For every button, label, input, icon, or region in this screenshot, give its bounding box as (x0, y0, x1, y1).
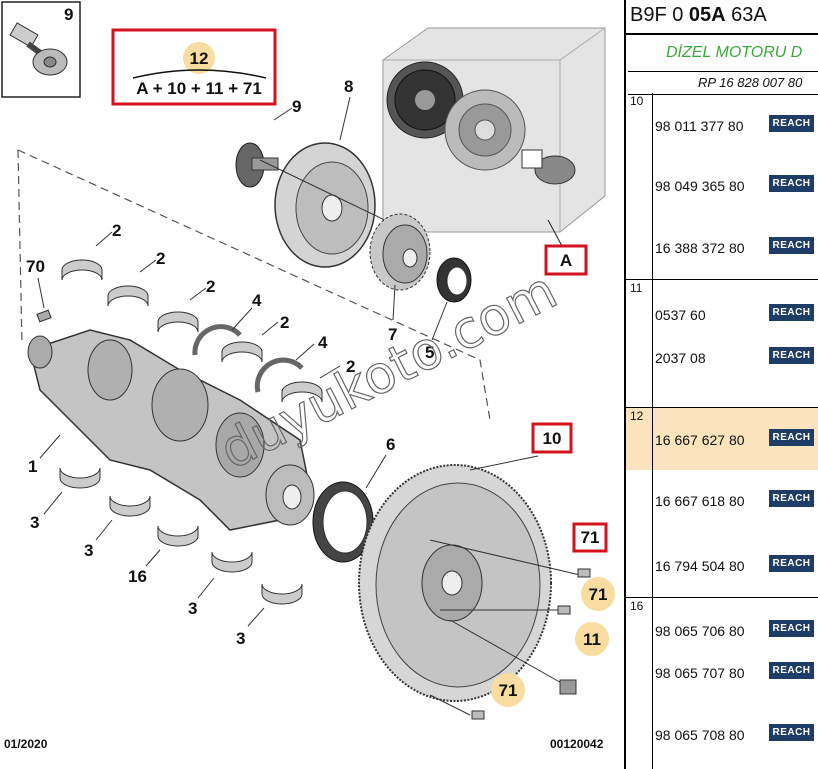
header-suffix: 63A (725, 4, 767, 26)
reach-badge: REACH (769, 620, 814, 637)
reach-badge: REACH (769, 175, 814, 192)
inset-bolt-9: 9 (1, 1, 81, 98)
woodruff-key: 70 (26, 257, 52, 323)
reach-badge: REACH (769, 490, 814, 507)
reach-badge: REACH (769, 115, 814, 132)
part-group-12-continued: 16 667 618 80 REACH 16 794 504 80 REACH (626, 470, 818, 598)
part-group-11: 11 0537 60 REACH 2037 08 REACH (626, 280, 818, 408)
exploded-parts-diagram: 9 12 A + 10 + 11 + 71 A (1, 1, 615, 751)
upper-bearings: 2 2 2 2 2 (61, 221, 355, 403)
rear-seal-callout: 6 (386, 435, 395, 454)
part-ref[interactable]: 0537 60 (655, 307, 706, 323)
part-ref[interactable]: 16 667 627 80 (655, 432, 745, 448)
part-ref[interactable]: 98 065 706 80 (655, 623, 745, 639)
upper-bearing-callout-5: 2 (346, 357, 355, 376)
part-ref[interactable]: 98 065 708 80 (655, 727, 745, 743)
parts-panel: B9F 0 05A 63A DİZEL MOTORU D RP 16 828 0… (624, 0, 818, 769)
lower-thrust-callout: 16 (128, 567, 147, 586)
part-ref[interactable]: 2037 08 (655, 350, 706, 366)
upper-bearing-callout-4: 2 (280, 313, 289, 332)
footer-figure-code: 00120042 (550, 737, 604, 751)
part-ref[interactable]: 16 388 372 80 (655, 240, 745, 256)
group-number: 16 (630, 599, 644, 613)
thrust-washer-callout-1: 4 (252, 291, 262, 310)
lower-bearing-callout-3: 3 (188, 599, 197, 618)
thrust-washers: 4 4 (192, 291, 328, 393)
formula-number: 12 (190, 49, 209, 68)
lower-bearing-callout-4: 3 (236, 629, 245, 648)
flywheel-bolt-callout-1: 71 (589, 585, 608, 604)
thrust-washer-callout-2: 4 (318, 333, 328, 352)
upper-bearing-callout-1: 2 (112, 221, 121, 240)
front-seal-callout: 5 (425, 343, 434, 362)
part-ref[interactable]: 16 794 504 80 (655, 558, 745, 574)
crankshaft: 1 (27, 329, 315, 531)
header-prefix: B9F 0 (630, 4, 689, 26)
flywheel-bolt-callout-2: 71 (499, 681, 518, 700)
crank-sprocket: 7 (369, 213, 431, 344)
reach-badge: REACH (769, 662, 814, 679)
part-group-10: 10 98 011 377 80 REACH 98 049 365 80 REA… (626, 93, 818, 280)
crankshaft-callout: 1 (28, 457, 37, 476)
front-oil-seal: 5 (425, 257, 472, 362)
reference-number: RP 16 828 007 80 (628, 71, 818, 95)
key-callout: 70 (26, 257, 45, 276)
footer-date: 01/2020 (4, 737, 48, 751)
engine-type-subtitle: DİZEL MOTORU D (666, 44, 803, 61)
part-ref[interactable]: 98 011 377 80 (655, 118, 744, 134)
group-number: 10 (630, 94, 644, 108)
kit-callout: A (560, 251, 572, 270)
reach-badge: REACH (769, 304, 814, 321)
clutch-kit-illustration: A (382, 27, 606, 276)
lower-bearings: 3 3 16 3 3 (30, 467, 303, 648)
flywheel-screw-callout: 11 (583, 630, 601, 649)
upper-bearing-callout-3: 2 (206, 277, 215, 296)
inset-bolt-number: 9 (64, 5, 73, 24)
lower-bearing-callout-2: 3 (84, 541, 93, 560)
flywheel-callout: 10 (543, 429, 562, 448)
part-ref[interactable]: 98 049 365 80 (655, 178, 745, 194)
header-bold: 05A (688, 4, 726, 26)
sprocket-callout: 7 (388, 325, 397, 344)
reach-badge: REACH (769, 347, 814, 364)
upper-bearing-callout-2: 2 (156, 249, 165, 268)
kit-formula-box: 12 A + 10 + 11 + 71 (111, 28, 277, 106)
part-group-12: 12 16 667 627 80 REACH (626, 408, 818, 470)
part-ref[interactable]: 16 667 618 80 (655, 493, 745, 509)
flywheel: 10 (358, 422, 573, 702)
flywheel-bolt-box-callout: 71 (581, 528, 600, 547)
lower-bearing-callout-1: 3 (30, 513, 39, 532)
reach-badge: REACH (769, 555, 814, 572)
pulley-bolt-callout: 9 (292, 97, 301, 116)
reach-badge: REACH (769, 237, 814, 254)
formula-text: A + 10 + 11 + 71 (136, 79, 262, 98)
group-number: 12 (630, 409, 644, 423)
part-group-16: 16 98 065 706 80 REACH 98 065 707 80 REA… (626, 598, 818, 769)
engine-code-header: B9F 0 05A 63A (626, 0, 818, 35)
reach-badge: REACH (769, 429, 814, 446)
flywheel-fasteners: 71 71 11 71 (429, 522, 615, 720)
crank-pulley-assembly: 9 8 (235, 77, 396, 268)
pulley-callout: 8 (344, 77, 353, 96)
group-number: 11 (630, 281, 643, 295)
part-ref[interactable]: 98 065 707 80 (655, 665, 745, 681)
reach-badge: REACH (769, 724, 814, 741)
